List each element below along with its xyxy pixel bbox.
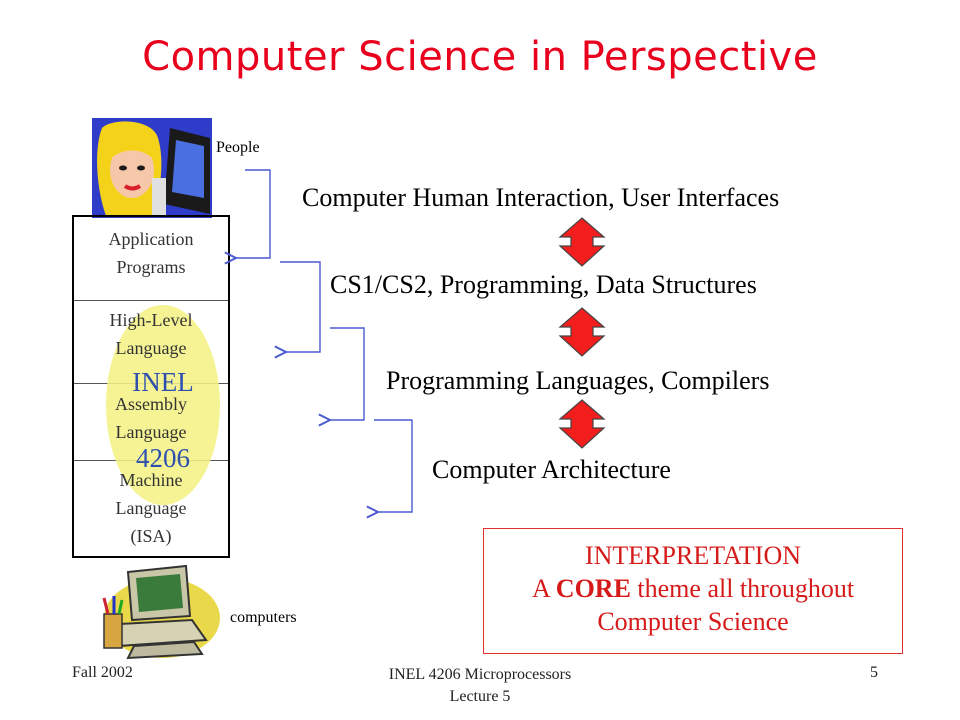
topic-hci: Computer Human Interaction, User Interfa… [302,183,780,212]
interpretation-heading: INTERPRETATION [584,541,801,570]
core-emphasis: CORE [555,574,631,603]
topic-cs1-cs2: CS1/CS2, Programming, Data Structures [330,270,757,299]
layer-assembly-language: Assembly Language [115,394,187,442]
people-label: People [216,139,260,156]
double-arrow-icon [558,307,606,357]
desktop-computer-icon [102,564,220,660]
double-arrow-group [558,217,606,449]
woman-at-computer-icon [92,118,212,218]
connector-lines [236,169,413,512]
layer-application-programs: Application Programs [108,229,194,277]
footer-date: Fall 2002 [72,664,133,681]
course-label-inel: INEL [132,367,194,397]
layer-machine-language: Machine Language (ISA) [115,470,187,546]
topic-programming-languages: Programming Languages, Compilers [386,366,770,395]
computers-label: computers [230,609,297,626]
interpretation-theme: A CORE theme all throughout [531,574,855,603]
interpretation-subject: Computer Science [597,607,789,636]
footer-course: INEL 4206 Microprocessors Lecture 5 [388,666,572,705]
double-arrow-icon [558,217,606,267]
footer-page-number: 5 [870,664,878,681]
interpretation-box: INTERPRETATION A CORE theme all througho… [483,528,903,654]
double-arrow-icon [558,399,606,449]
slide-title: Computer Science in Perspective [142,34,818,80]
topic-computer-architecture: Computer Architecture [432,455,671,484]
layer-high-level-language: High-Level Language [109,310,193,358]
course-scope-oval [106,305,220,505]
course-label-number: 4206 [136,443,190,473]
